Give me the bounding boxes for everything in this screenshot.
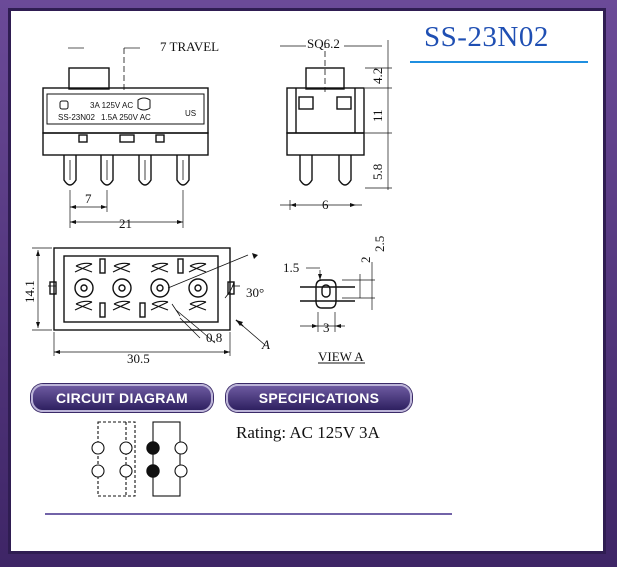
circuit-diagram-header: CIRCUIT DIAGRAM xyxy=(31,384,213,412)
overall-width-label: 21 xyxy=(119,216,132,231)
angle-label: 30° xyxy=(246,285,264,300)
label-rating-line2: 1.5A 250V AC xyxy=(101,113,151,122)
bottom-height-label: 14.1 xyxy=(22,280,37,303)
bottom-width-label: 30.5 xyxy=(127,351,150,366)
travel-label: 7 TRAVEL xyxy=(160,39,219,54)
label-rating-line1: 3A 125V AC xyxy=(90,101,133,110)
dim-body-label: 11 xyxy=(370,109,385,122)
model-title: SS-23N02 xyxy=(424,21,549,53)
view-a-dim-top2: 2.5 xyxy=(372,236,387,252)
slot-width-label: 0.8 xyxy=(206,330,222,345)
dim-pin-label: 5.8 xyxy=(370,164,385,180)
view-a-dim-top1: 2 xyxy=(358,257,373,264)
pitch-label: 7 xyxy=(85,191,92,206)
svg-text:US: US xyxy=(185,109,196,118)
view-marker-label: A xyxy=(261,337,270,352)
rating-text: Rating: AC 125V 3A xyxy=(236,423,380,442)
dim-top-label: 4.2 xyxy=(370,68,385,84)
actuator xyxy=(68,67,110,90)
view-a-dim-left: 1.5 xyxy=(283,260,299,275)
specifications-header: SPECIFICATIONS xyxy=(226,384,412,412)
view-a-dim-bottom: 3 xyxy=(323,320,330,335)
bottom-divider xyxy=(45,513,452,515)
side-width-label: 6 xyxy=(322,197,329,212)
label-model-code: SS-23N02 xyxy=(58,113,95,122)
content-panel xyxy=(8,8,606,554)
model-underline xyxy=(410,61,588,63)
view-a-caption: VIEW A xyxy=(318,349,364,364)
actuator-size-label: SQ6.2 xyxy=(307,36,340,51)
